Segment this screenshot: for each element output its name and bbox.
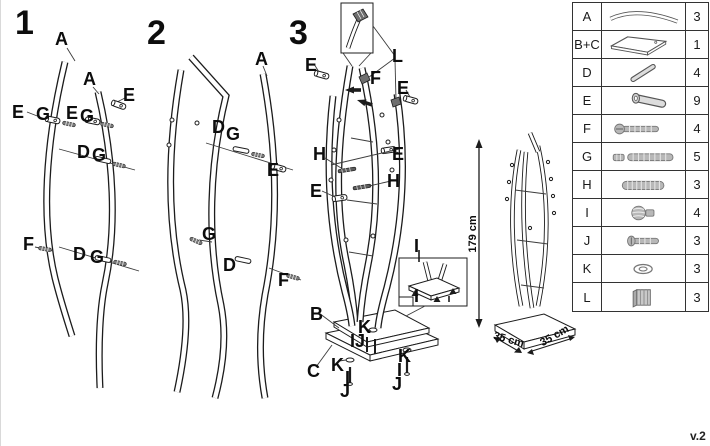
part-quantity: 1: [693, 37, 701, 52]
long-bolt-icon: [602, 143, 686, 170]
dimension-figure: [475, 132, 577, 355]
part-label-D: D: [77, 142, 90, 162]
part-label-D: D: [223, 255, 236, 275]
part-label-E: E: [12, 102, 25, 122]
part-label-A: A: [255, 49, 268, 69]
part-quantity: 3: [693, 9, 701, 24]
part-label-E: E: [310, 181, 323, 201]
part-letter: H: [573, 171, 602, 198]
part-label-D: D: [73, 244, 86, 264]
board-icon: [602, 31, 686, 58]
part-label-A: A: [55, 29, 68, 49]
part-label-C: C: [307, 361, 320, 381]
part-label-F: F: [278, 270, 289, 290]
washer-icon: [602, 255, 686, 282]
top-detail-inset: [340, 2, 374, 67]
part-letter: B+C: [573, 31, 602, 58]
dowel-icon: [602, 59, 686, 86]
part-label-IJ: IJ: [350, 331, 366, 351]
part-letter: K: [573, 255, 602, 282]
step2-drawing: [166, 54, 302, 399]
part-label-I: I: [345, 368, 351, 388]
part-label-E: E: [397, 78, 410, 98]
part-label-E: E: [267, 160, 280, 180]
block-icon: [602, 283, 686, 311]
part-label-G: G: [80, 106, 95, 126]
part-label-G: G: [202, 224, 217, 244]
part-label-E: E: [66, 103, 79, 123]
step1-drawing: [26, 47, 140, 389]
part-label-F: F: [370, 68, 381, 88]
part-letter: I: [573, 199, 602, 226]
part-label-F: F: [23, 234, 34, 254]
part-label-J: J: [392, 374, 403, 394]
part-label-J: J: [340, 381, 351, 401]
part-quantity: 9: [693, 93, 701, 108]
part-quantity: 4: [693, 65, 701, 80]
part-label-I: I: [414, 286, 420, 306]
part-letter: G: [573, 143, 602, 170]
part-label-E: E: [305, 55, 318, 75]
threaded-rod-icon: [602, 171, 686, 198]
slat-icon: [602, 3, 686, 30]
knob-screw-icon: [602, 199, 686, 226]
screw-icon: [602, 115, 686, 142]
part-label-A: A: [83, 69, 96, 89]
part-label-K: K: [358, 317, 371, 337]
part-label-K: K: [331, 355, 344, 375]
version-label: v.2: [690, 429, 706, 443]
part-label-E: E: [392, 144, 405, 164]
part-letter: L: [573, 283, 602, 311]
part-label-L: L: [392, 46, 403, 66]
part-letter: J: [573, 227, 602, 254]
part-label-B: B: [310, 304, 323, 324]
part-label-H: H: [313, 144, 326, 164]
part-quantity: 5: [693, 149, 701, 164]
part-quantity: 3: [693, 233, 701, 248]
part-label-G: G: [36, 104, 51, 124]
bolt-icon: [602, 227, 686, 254]
part-label-I: I: [414, 236, 420, 256]
step-1-number: 1: [15, 4, 34, 42]
height-dimension-label: 179 cm: [467, 215, 479, 253]
base-detail-inset: [398, 250, 468, 317]
part-label-K: K: [398, 346, 411, 366]
part-letter: D: [573, 59, 602, 86]
part-quantity: 3: [693, 177, 701, 192]
part-label-G: G: [92, 145, 107, 165]
part-letter: E: [573, 87, 602, 114]
part-label-G: G: [226, 124, 241, 144]
part-quantity: 3: [693, 289, 701, 305]
part-label-H: H: [387, 171, 400, 191]
step-2-number: 2: [147, 14, 166, 52]
barrel-nut-icon: [602, 87, 686, 114]
part-quantity: 4: [693, 121, 701, 136]
step3-drawing: [313, 2, 468, 386]
part-label-G: G: [90, 247, 105, 267]
part-quantity: 3: [693, 261, 701, 276]
part-letter: A: [573, 3, 602, 30]
part-label-D: D: [212, 117, 225, 137]
parts-table-row-B+C: B+C 1: [573, 31, 708, 59]
part-quantity: 4: [693, 205, 701, 220]
part-label-I: I: [397, 360, 403, 380]
step-3-number: 3: [289, 14, 308, 52]
part-letter: F: [573, 115, 602, 142]
part-label-E: E: [123, 85, 136, 105]
